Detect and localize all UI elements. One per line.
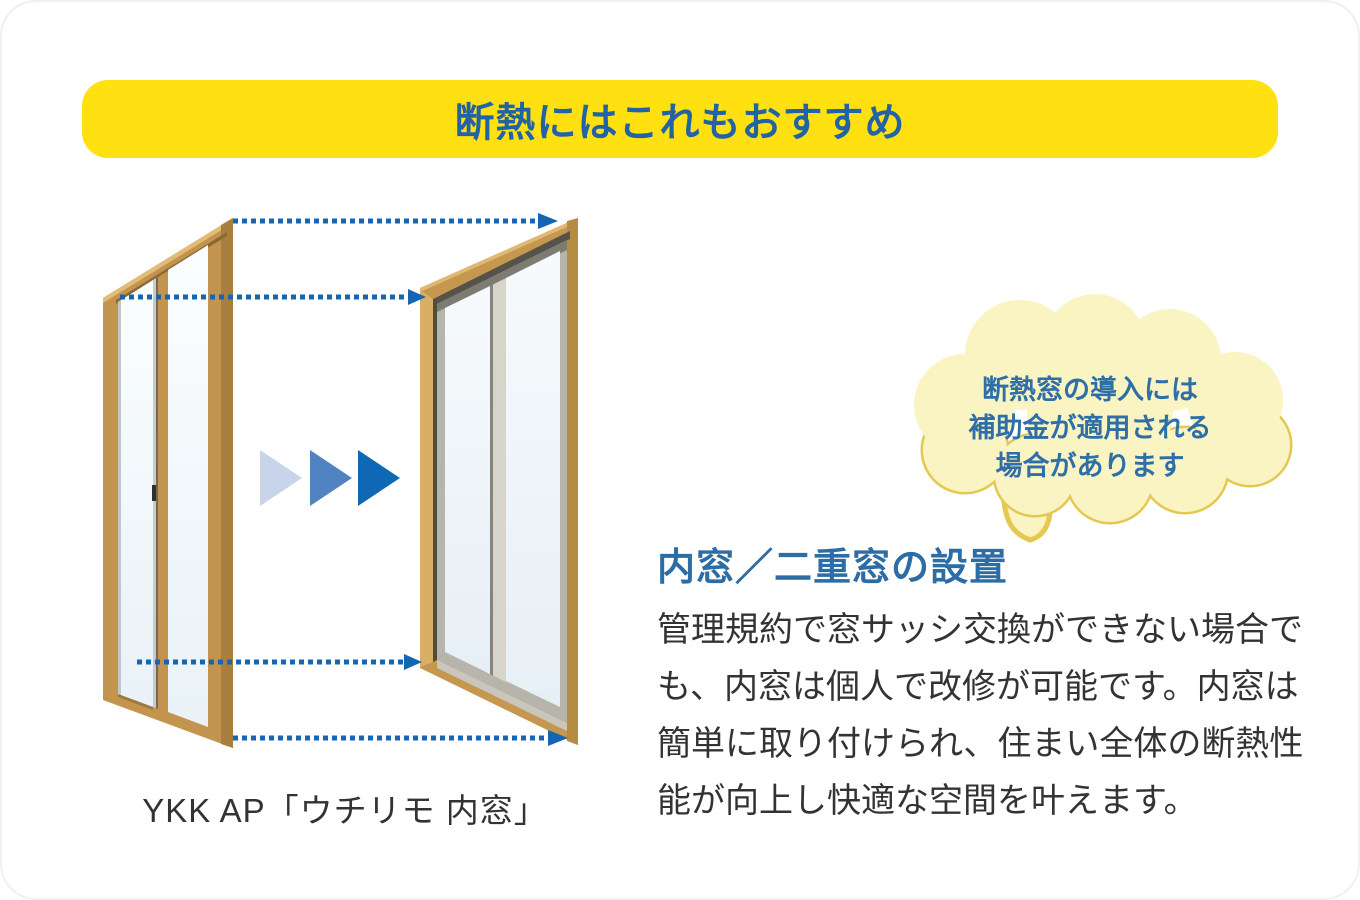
flow-triangle-icon: [310, 450, 352, 506]
figure-caption: YKK AP「ウチリモ 内窓」: [142, 792, 548, 829]
dimension-arrows: [120, 218, 550, 741]
body-text-line: も、内窓は個人で改修が可能です。内窓は: [657, 668, 1299, 706]
inner-window-illustration: [103, 218, 233, 748]
banner-title: 断熱にはこれもおすすめ: [454, 101, 906, 145]
dimension-arrowheads: [404, 213, 568, 746]
bubble-line: 断熱窓の導入には: [982, 374, 1198, 405]
subsidy-speech-bubble: 断熱窓の導入には 補助金が適用される 場合があります: [914, 294, 1293, 543]
section-heading: 内窓／二重窓の設置: [657, 547, 1009, 589]
body-text-line: 能が向上し快適な空間を叶えます。: [657, 782, 1198, 820]
recommend-banner: 断熱にはこれもおすすめ: [82, 80, 1278, 158]
bubble-line: 場合があります: [996, 450, 1185, 481]
body-text-line: 簡単に取り付けられ、住まい全体の断熱性: [657, 725, 1304, 763]
flow-triangles: [260, 450, 400, 506]
body-text: 管理規約で窓サッシ交換ができない場合で も、内窓は個人で改修が可能です。内窓は …: [657, 602, 1309, 830]
bubble-line: 補助金が適用される: [968, 412, 1212, 443]
flow-triangle-icon: [260, 450, 302, 506]
bubble-cloud-icon: [914, 294, 1293, 543]
window-installation-figure: [103, 213, 578, 748]
window-handle-icon: [152, 485, 156, 501]
flow-triangle-icon: [358, 450, 400, 506]
body-text-line: 管理規約で窓サッシ交換ができない場合で: [657, 611, 1303, 649]
existing-window-illustration: [420, 218, 578, 745]
